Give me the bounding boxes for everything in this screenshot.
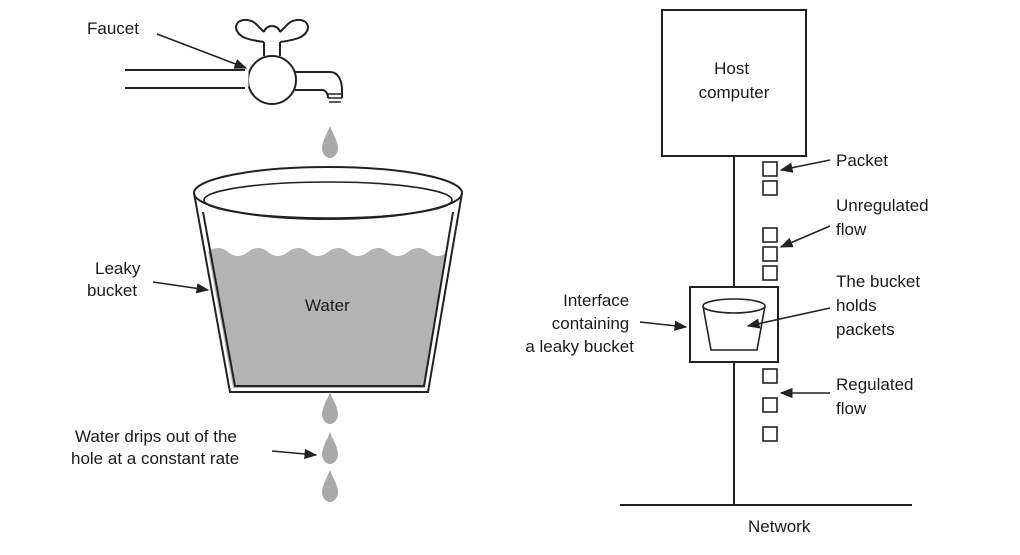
faucet (125, 18, 343, 105)
interface-bucket (702, 298, 766, 351)
bucket-label: Leaky bucket (87, 259, 145, 300)
packet-label: Packet (836, 151, 888, 170)
packet (762, 368, 778, 384)
water-drop (322, 470, 338, 502)
packet-arrow (779, 159, 831, 173)
drip-label: Water drips out of the hole at a constan… (71, 427, 242, 468)
bucket-arrow (152, 281, 210, 294)
packet (762, 265, 778, 281)
regulated-flow-label: Regulated flow (836, 375, 918, 418)
interface-label: Interface containing a leaky bucket (525, 291, 634, 356)
network-label: Network (748, 517, 811, 536)
water-drop (322, 126, 338, 158)
water-label: Water (305, 296, 350, 315)
packet (762, 180, 778, 196)
water-drop (322, 432, 338, 464)
packet (762, 227, 778, 243)
bucket-holds-arrow (746, 307, 831, 329)
drip-arrow (271, 448, 318, 460)
packet (762, 161, 778, 177)
unregulated-arrow (779, 225, 831, 248)
leaky-bucket (193, 166, 463, 393)
packet (762, 426, 778, 442)
packet (762, 397, 778, 413)
bucket-holds-label: The bucket holds packets (836, 272, 925, 339)
packet (762, 246, 778, 262)
faucet-label: Faucet (87, 19, 139, 38)
interface-arrow (639, 320, 688, 331)
bucket-water (208, 248, 447, 388)
water-drop (322, 392, 338, 424)
faucet-arrow (156, 33, 248, 69)
host-computer-label: Host computer (699, 59, 770, 102)
unregulated-flow-label: Unregulated flow (836, 196, 933, 239)
